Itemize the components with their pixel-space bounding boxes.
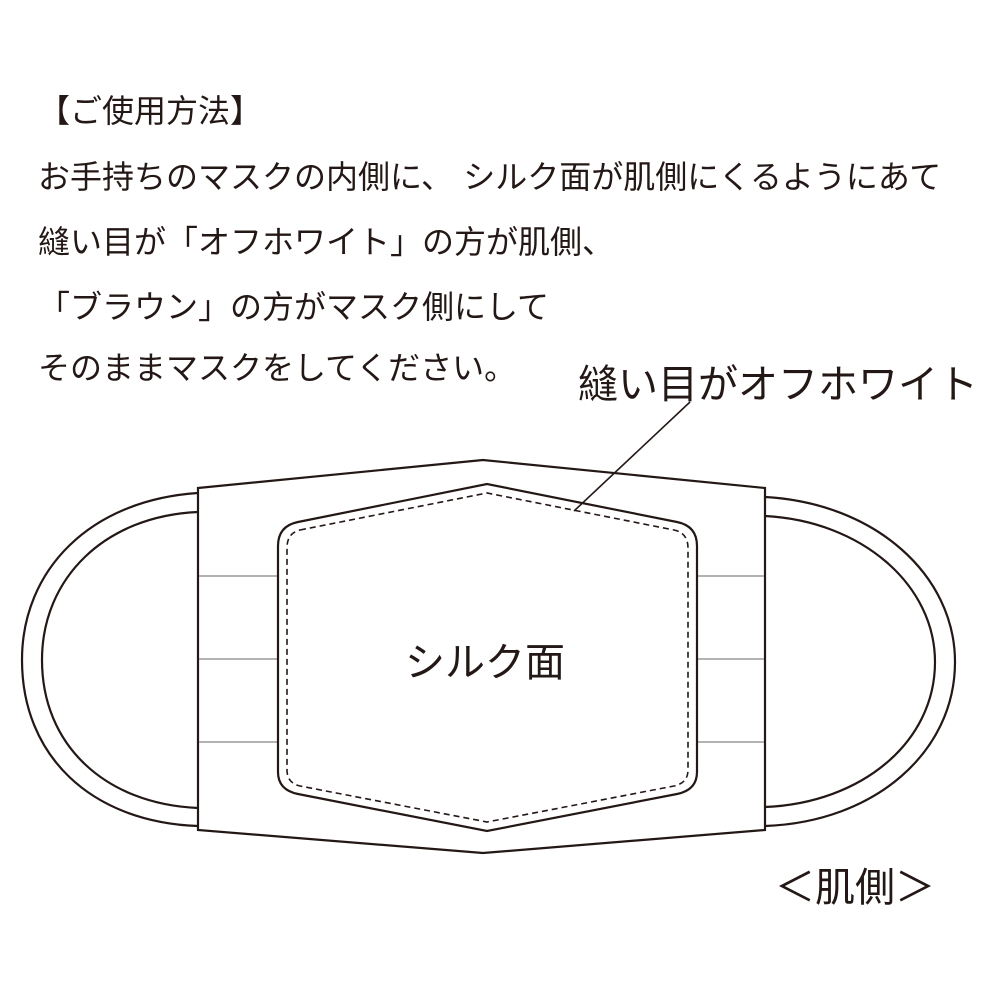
seam-stitch bbox=[286, 492, 689, 823]
instructions-title: 【ご使用方法】 bbox=[38, 92, 263, 130]
silk-panel bbox=[276, 482, 699, 833]
side-label: ＜肌側＞ bbox=[775, 865, 935, 911]
panel-label: シルク面 bbox=[405, 640, 565, 686]
right-ear-loop bbox=[751, 495, 957, 828]
seam-label: 縫い目がオフホワイト bbox=[578, 362, 978, 408]
instruction-line: そのままマスクをしてください。 bbox=[38, 349, 517, 387]
pleat-lines bbox=[199, 575, 764, 743]
instruction-line: 縫い目が「オフホワイト」の方が肌側、 bbox=[38, 223, 615, 261]
instruction-line: 「ブラウン」の方がマスク側にして bbox=[38, 288, 550, 326]
instruction-line: お手持ちのマスクの内側に、 シルク面が肌側にくるようにあて bbox=[38, 158, 942, 196]
leader-line bbox=[573, 401, 691, 512]
left-ear-loop bbox=[20, 491, 220, 828]
